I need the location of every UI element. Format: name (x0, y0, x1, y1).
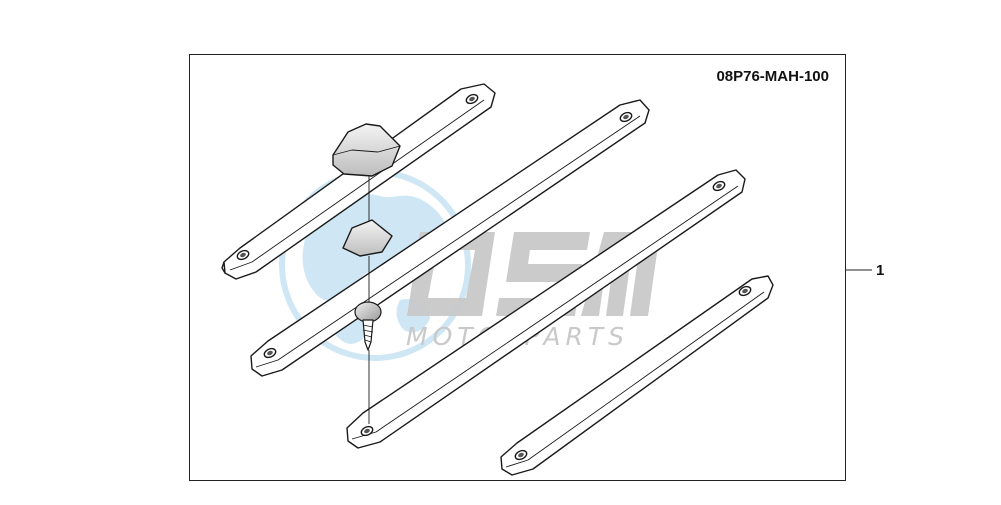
tapping-screw (354, 301, 382, 351)
mounting-strip (500, 275, 774, 476)
cap-washer (342, 219, 393, 257)
callout-number: 1 (876, 262, 884, 279)
screw-cap (332, 123, 401, 177)
part-number-label: 08P76-MAH-100 (716, 68, 829, 85)
mounting-strip (250, 99, 650, 377)
mounting-strip (346, 169, 746, 449)
